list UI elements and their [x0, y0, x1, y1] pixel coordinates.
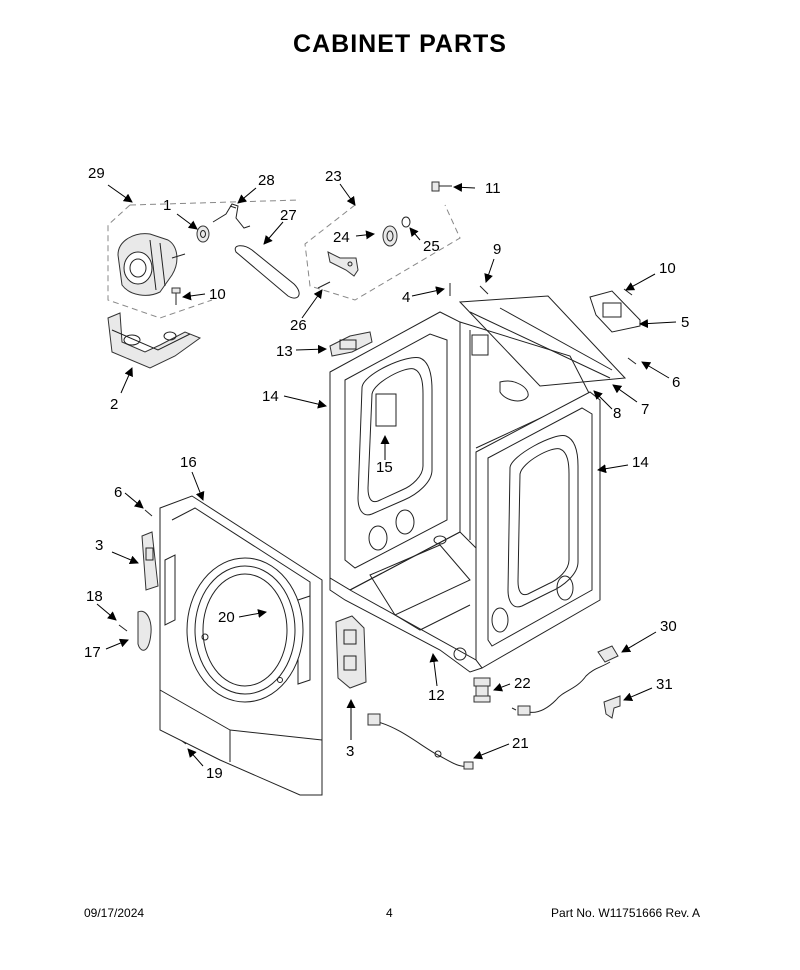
callout-27: 27: [280, 207, 297, 224]
drive-motor: [117, 233, 186, 296]
callout-8: 8: [613, 405, 621, 422]
callout-23: 23: [325, 168, 342, 185]
callout-6-front: 6: [114, 484, 122, 501]
leader-lines: [96, 182, 677, 767]
callout-25: 25: [423, 238, 440, 255]
callout-10-motor: 10: [209, 286, 226, 303]
callout-24: 24: [333, 229, 350, 246]
callout-3-center: 3: [346, 743, 354, 760]
callout-15: 15: [376, 459, 393, 476]
hinge-bracket-left: [141, 531, 159, 591]
callout-31: 31: [656, 676, 673, 693]
motor-assembly-group: [107, 199, 301, 369]
callout-9: 9: [493, 241, 501, 258]
callout-30: 30: [660, 618, 677, 635]
callout-10-rear: 10: [659, 260, 676, 277]
callout-18: 18: [86, 588, 103, 605]
tensioner-bracket: [327, 251, 359, 277]
footer-date: 09/17/2024: [84, 906, 145, 920]
callout-21: 21: [512, 735, 529, 752]
cord-clip: [603, 695, 621, 719]
motor-clip: [212, 203, 251, 229]
footer-part-number: Part No. W11751666 Rev. A: [551, 906, 700, 920]
callout-4: 4: [402, 289, 410, 306]
small-screws: [118, 283, 637, 745]
callout-12: 12: [428, 687, 445, 704]
callout-29: 29: [88, 165, 105, 182]
callout-17: 17: [84, 644, 101, 661]
door-latch-cover: [137, 610, 152, 651]
motor-pulley: [196, 225, 210, 243]
footer-page-number: 4: [386, 906, 393, 920]
motor-screw: [171, 287, 181, 305]
callout-14-left: 14: [262, 388, 279, 405]
cabinet-top-screw: [431, 181, 452, 192]
wire-harness: [367, 713, 474, 770]
rear-top-brace: [458, 295, 627, 387]
callout-26: 26: [290, 317, 307, 334]
callout-labels: 29 1 28 27 10 2 23 24 25 26 11 4 9 10 5 …: [84, 165, 689, 782]
callout-3-left: 3: [95, 537, 103, 554]
tensioner-spring: [317, 281, 331, 289]
callout-13: 13: [276, 343, 293, 360]
hinge-bracket-center: [335, 615, 367, 689]
drive-belt: [234, 245, 300, 299]
callout-20: 20: [218, 609, 235, 626]
power-cord: [511, 645, 619, 716]
callout-2: 2: [110, 396, 118, 413]
belt-tensioner-group: [304, 204, 461, 301]
idler-pulley: [382, 216, 411, 247]
rear-bracket: [589, 290, 641, 333]
cabinet-body: [329, 311, 601, 673]
callout-6-rear: 6: [672, 374, 680, 391]
front-panel: [159, 495, 323, 796]
callout-14-right: 14: [632, 454, 649, 471]
callout-16: 16: [180, 454, 197, 471]
callout-5: 5: [681, 314, 689, 331]
callout-19: 19: [206, 765, 223, 782]
callout-11: 11: [485, 180, 501, 197]
leveling-foot: [473, 677, 491, 703]
page-title: CABINET PARTS: [293, 30, 507, 58]
callout-1: 1: [163, 197, 171, 214]
callout-28: 28: [258, 172, 275, 189]
motor-mount-bracket: [107, 312, 202, 369]
callout-22: 22: [514, 675, 531, 692]
callout-7: 7: [641, 401, 649, 418]
control-bracket: [329, 331, 373, 357]
